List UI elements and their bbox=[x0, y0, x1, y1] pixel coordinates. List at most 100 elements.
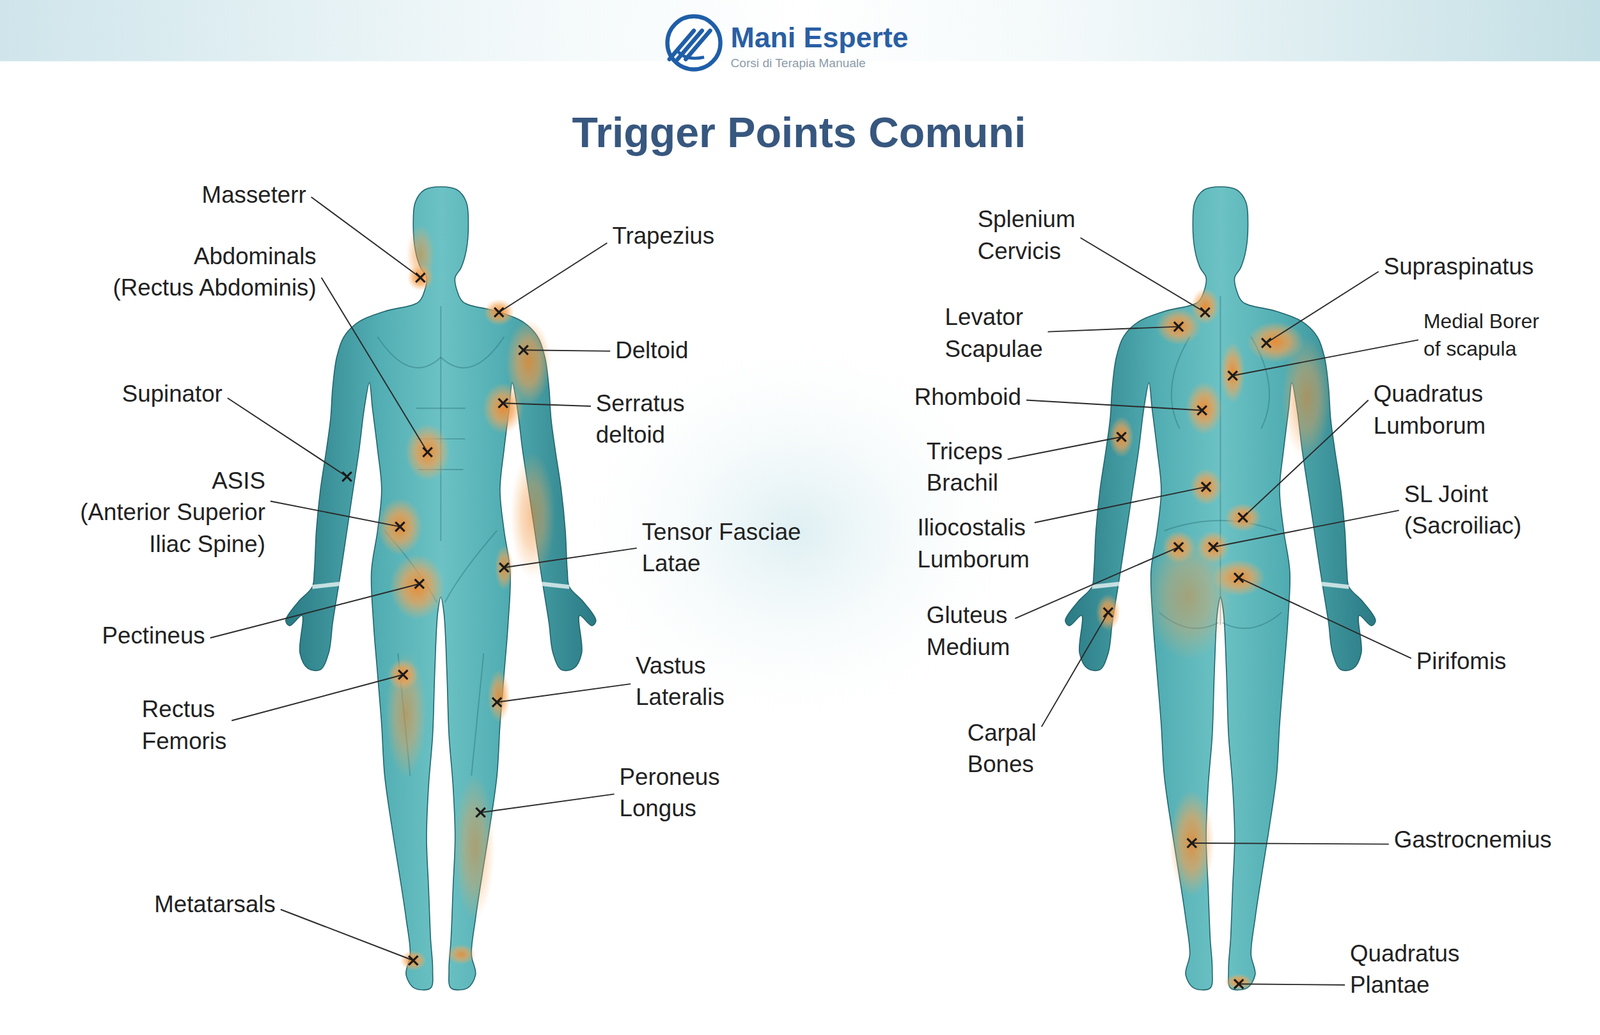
trigger-marker bbox=[1238, 512, 1248, 522]
marker-stroke bbox=[1234, 572, 1244, 582]
trigger-glow bbox=[1156, 308, 1201, 345]
trigger-glow bbox=[1161, 530, 1195, 564]
leader-line bbox=[480, 793, 615, 813]
trigger-marker bbox=[1103, 607, 1113, 617]
marker-stroke bbox=[1261, 338, 1271, 348]
muscle-label: Trapezius bbox=[611, 219, 715, 252]
header-band bbox=[0, 0, 1600, 62]
marker-stroke bbox=[1208, 542, 1218, 552]
marker-stroke bbox=[1197, 405, 1207, 415]
trigger-marker bbox=[422, 447, 432, 457]
leader-line bbox=[321, 277, 428, 453]
trigger-glow bbox=[1108, 416, 1134, 458]
marker-stroke bbox=[1103, 607, 1113, 617]
marker-stroke bbox=[1174, 321, 1184, 331]
trigger-marker bbox=[498, 398, 508, 408]
marker-stroke bbox=[1197, 405, 1207, 415]
front-body bbox=[285, 186, 597, 990]
marker-stroke bbox=[499, 562, 509, 572]
marker-stroke bbox=[492, 697, 502, 707]
trigger-marker bbox=[1234, 979, 1244, 989]
marker-stroke bbox=[518, 345, 528, 355]
marker-stroke bbox=[1174, 321, 1184, 331]
leader-line bbox=[1034, 486, 1207, 523]
marker-stroke bbox=[1200, 307, 1210, 317]
marker-stroke bbox=[1200, 307, 1210, 317]
muscle-lines bbox=[377, 296, 1282, 776]
trigger-marker bbox=[494, 307, 504, 317]
leader-line bbox=[280, 909, 414, 961]
trigger-marker bbox=[1227, 370, 1237, 380]
leader-line bbox=[1238, 983, 1345, 985]
trigger-glow bbox=[487, 669, 511, 723]
muscle-label: Levator Scapulae bbox=[945, 301, 1044, 365]
leader-line bbox=[503, 548, 637, 568]
muscle-label: Pectineus bbox=[102, 619, 206, 652]
trigger-glow bbox=[1224, 973, 1254, 990]
muscle-label: Rectus Femoris bbox=[141, 693, 228, 757]
marker-stroke bbox=[494, 307, 504, 317]
marker-stroke bbox=[398, 670, 408, 680]
leader-line bbox=[1238, 577, 1412, 659]
trigger-marker bbox=[1200, 307, 1210, 317]
marker-stroke bbox=[415, 579, 424, 589]
marker-stroke bbox=[1208, 542, 1218, 552]
trigger-glow bbox=[385, 650, 427, 778]
logo-tagline: Corsi di Terapia Manuale bbox=[730, 54, 866, 72]
leader-line bbox=[1080, 237, 1206, 313]
muscle-label: Medial Borer of scapula bbox=[1423, 307, 1540, 363]
marker-stroke bbox=[415, 273, 425, 283]
muscle-label: SL Joint (Sacroiliac) bbox=[1404, 478, 1522, 542]
muscle-label: Quadratus Plantae bbox=[1349, 937, 1460, 1001]
marker-stroke bbox=[499, 562, 509, 572]
trigger-glow bbox=[1185, 381, 1223, 435]
trigger-marker bbox=[1261, 338, 1271, 348]
trigger-marker bbox=[1208, 542, 1218, 552]
trigger-glow bbox=[1224, 503, 1262, 533]
muscle-label: Abdominals (Rectus Abdominis) bbox=[113, 240, 317, 304]
marker-stroke bbox=[1103, 607, 1113, 617]
leader-lines bbox=[210, 196, 1419, 985]
marker-stroke bbox=[1116, 432, 1126, 442]
logo-name: Mani Esperte bbox=[730, 18, 909, 57]
marker-stroke bbox=[342, 471, 352, 481]
trigger-glow bbox=[510, 452, 556, 579]
marker-stroke bbox=[395, 521, 405, 531]
marker-stroke bbox=[1238, 512, 1248, 522]
marker-stroke bbox=[422, 447, 432, 457]
leader-line bbox=[1014, 546, 1179, 619]
leader-line bbox=[523, 349, 611, 352]
trigger-marker bbox=[1201, 482, 1211, 492]
trigger-glow bbox=[1212, 558, 1266, 596]
marker-stroke bbox=[475, 807, 485, 817]
trigger-markers bbox=[342, 273, 1271, 989]
trigger-marker bbox=[499, 562, 509, 572]
marker-stroke bbox=[408, 955, 418, 965]
trigger-marker bbox=[518, 345, 528, 355]
muscle-label: Carpal Bones bbox=[967, 716, 1037, 781]
marker-stroke bbox=[415, 273, 425, 283]
trigger-glow bbox=[407, 264, 434, 291]
marker-stroke bbox=[342, 471, 352, 481]
marker-stroke bbox=[1187, 838, 1197, 848]
muscle-label: ASIS (Anterior Superior Iliac Spine) bbox=[79, 464, 266, 561]
marker-stroke bbox=[408, 955, 418, 965]
muscle-label: Pirifomis bbox=[1416, 645, 1507, 678]
marker-stroke bbox=[518, 345, 528, 355]
leader-line bbox=[210, 583, 420, 639]
muscle-label: Triceps Brachil bbox=[926, 435, 1003, 499]
muscle-label: Peroneus Longus bbox=[619, 760, 721, 825]
marker-stroke bbox=[1234, 572, 1244, 582]
leader-line bbox=[227, 397, 348, 477]
trigger-marker bbox=[492, 697, 502, 707]
trigger-glow bbox=[390, 553, 446, 620]
leader-line bbox=[270, 500, 401, 527]
marker-stroke bbox=[1201, 482, 1211, 492]
muscle-label: Gastrocnemius bbox=[1394, 823, 1553, 856]
marker-stroke bbox=[415, 579, 424, 589]
trigger-marker bbox=[1174, 542, 1184, 552]
leader-line bbox=[311, 196, 421, 278]
marker-stroke bbox=[1187, 838, 1197, 848]
marker-stroke bbox=[395, 521, 405, 531]
